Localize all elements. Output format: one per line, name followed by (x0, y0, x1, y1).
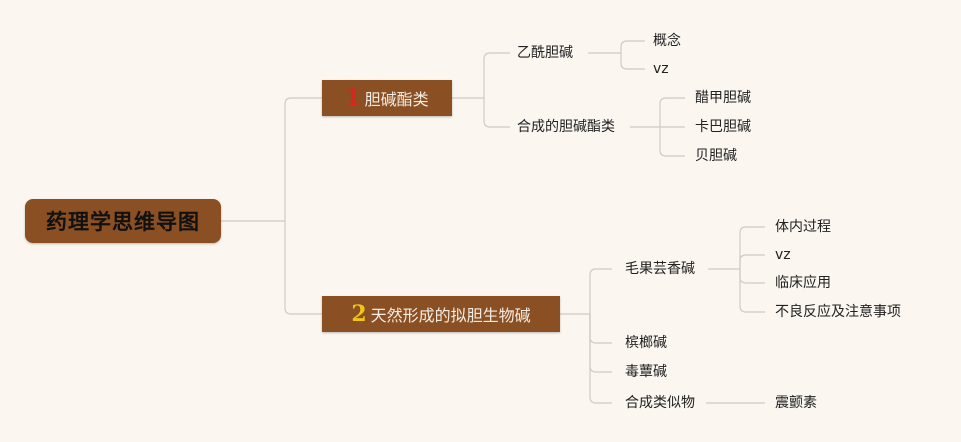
topic-bethanechol[interactable]: 贝胆碱 (695, 148, 737, 164)
connector-b2-c4 (589, 314, 612, 404)
topic-vz-1[interactable]: vz (653, 61, 669, 77)
topic-acetylcholine[interactable]: 乙酰胆碱 (517, 45, 573, 61)
topic-carbachol[interactable]: 卡巴胆碱 (695, 119, 751, 135)
branch-node-1[interactable]: 1 胆碱酯类 (322, 80, 452, 116)
topic-pilocarpine[interactable]: 毛果芸香碱 (625, 261, 695, 277)
connector-b2-c2 (589, 314, 612, 344)
branch-node-2[interactable]: 2 天然形成的拟胆生物碱 (322, 296, 560, 332)
connector-b1c2-g1 (659, 97, 685, 127)
topic-vz-2[interactable]: vz (775, 247, 791, 263)
connector-b1c2-g3 (659, 127, 685, 157)
connector-root-b1 (284, 97, 322, 221)
connector-b2-c1 (589, 268, 612, 314)
topic-tremorine[interactable]: 震颤素 (775, 395, 817, 411)
branch-label-1: 胆碱酯类 (364, 90, 429, 109)
connector-b2c1-g4 (739, 269, 765, 313)
connector-root-b2 (284, 221, 322, 315)
connector-b2c1-g2 (739, 254, 765, 269)
topic-methacholine[interactable]: 醋甲胆碱 (695, 90, 751, 106)
topic-muscarine[interactable]: 毒蕈碱 (625, 364, 667, 380)
root-node-label: 药理学思维导图 (46, 210, 200, 234)
connector-b1c1-g1 (620, 40, 645, 53)
topic-synthetic-choline-esters[interactable]: 合成的胆碱酯类 (517, 119, 615, 135)
topic-adverse-reactions[interactable]: 不良反应及注意事项 (775, 304, 901, 320)
connector-b1c1-g2 (620, 53, 645, 70)
topic-arecoline[interactable]: 槟榔碱 (625, 335, 667, 351)
branch-number-2: 2 (351, 301, 367, 327)
topic-synthetic-analogs[interactable]: 合成类似物 (625, 395, 695, 411)
branch-label-2: 天然形成的拟胆生物碱 (370, 306, 531, 325)
connector-b1-c1 (483, 52, 510, 98)
branch-number-1: 1 (345, 85, 361, 111)
connector-b2c1-g3 (739, 269, 765, 284)
connector-b2c1-g1 (739, 226, 765, 269)
connector-b1-c2 (483, 98, 510, 128)
topic-clinical-use[interactable]: 临床应用 (775, 275, 831, 291)
topic-pharmacokinetics[interactable]: 体内过程 (775, 219, 831, 235)
root-node[interactable]: 药理学思维导图 (25, 199, 221, 243)
topic-concept[interactable]: 概念 (653, 33, 681, 49)
